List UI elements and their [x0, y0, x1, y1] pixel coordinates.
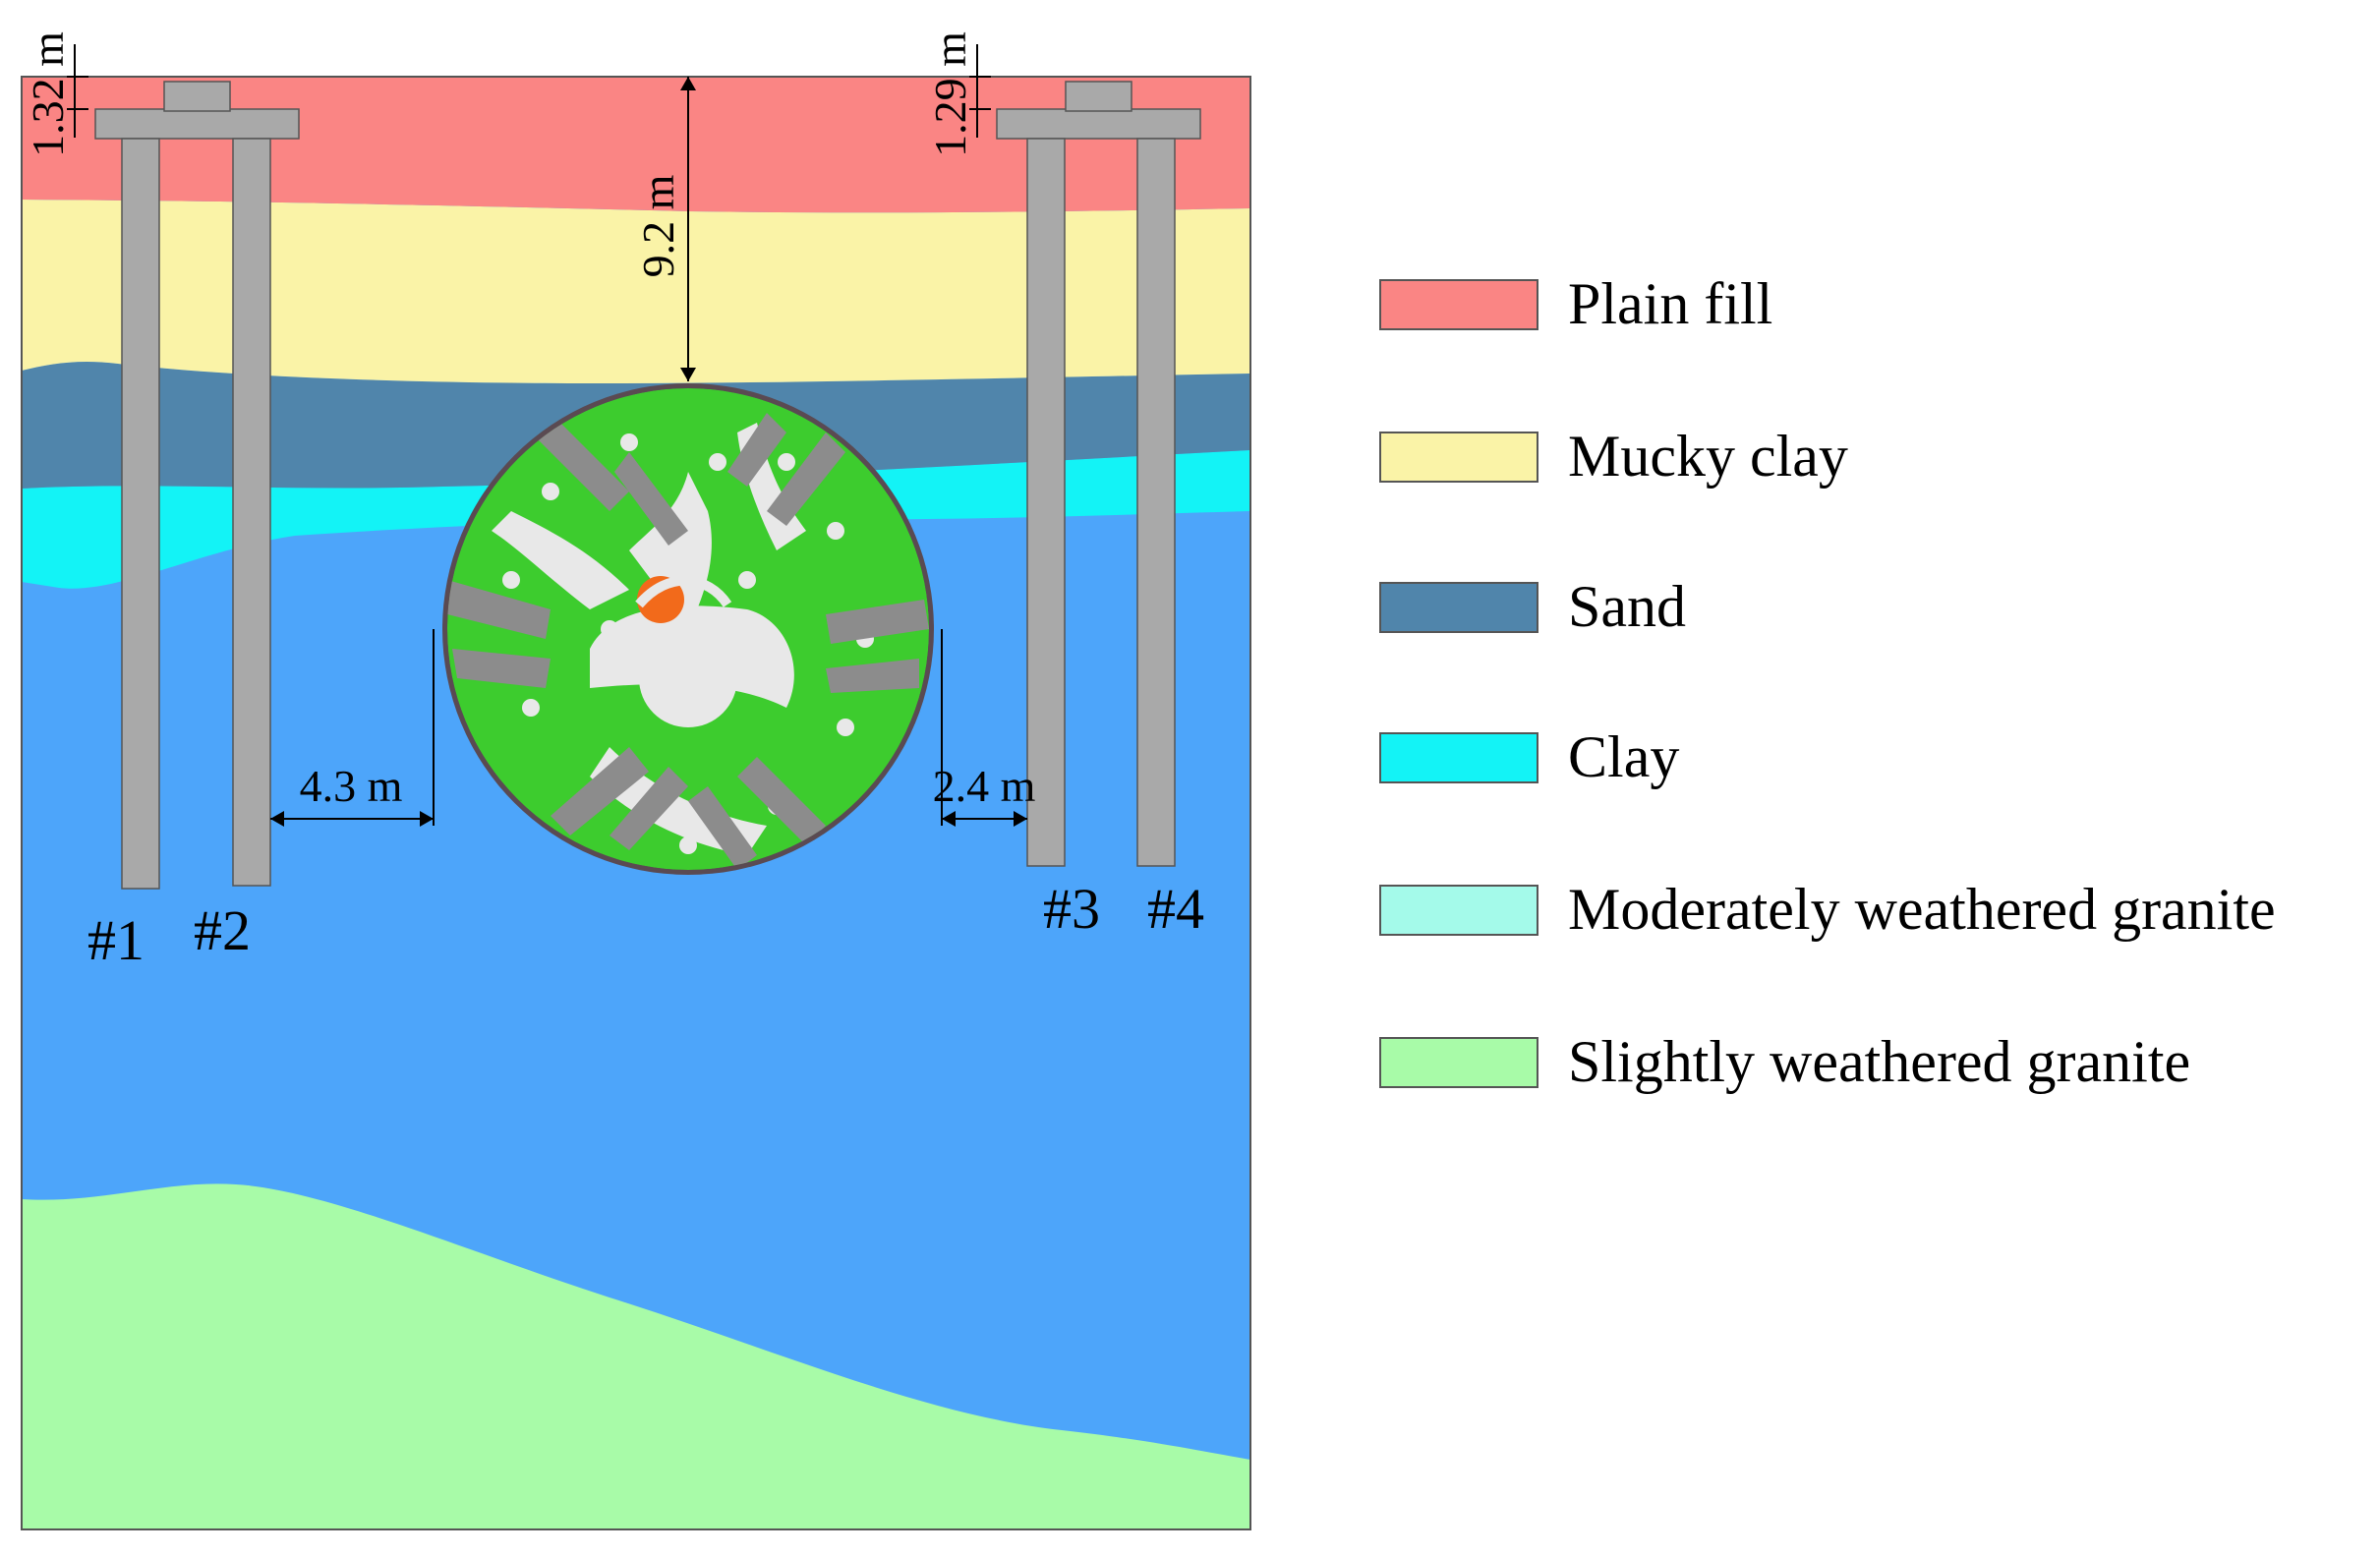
excavation-highlight	[637, 576, 684, 623]
legend-label: Clay	[1568, 724, 1680, 789]
slightly-weathered-granite-layer	[22, 1183, 1250, 1529]
legend-item-mucky-clay: Mucky clay	[1379, 424, 2362, 489]
pile-label-1: #1	[87, 908, 145, 972]
legend-label: Mucky clay	[1568, 424, 1848, 489]
geological-cross-section: #1 #2 #3 #4 1.32 m 1.29 m 9.2 m 4.3 m 2.…	[21, 31, 1251, 1530]
section-frame	[21, 76, 1251, 1530]
pile-cap-left	[94, 108, 300, 140]
legend-swatch	[1379, 582, 1538, 633]
legend-label: Slightly weathered granite	[1568, 1029, 2191, 1094]
legend-swatch	[1379, 432, 1538, 483]
legend-label: Plain fill	[1568, 271, 1773, 336]
legend-item-clay: Clay	[1379, 724, 2362, 789]
pile-group-left	[94, 81, 300, 890]
legend-item-slightly-weathered-granite: Slightly weathered granite	[1379, 1029, 2362, 1094]
dimension-gap-left: 4.3 m	[300, 761, 403, 811]
pile-1	[121, 138, 160, 890]
pile-label-2: #2	[194, 898, 251, 962]
legend-item-plain-fill: Plain fill	[1379, 271, 2362, 336]
dimension-cap-right: 1.29 m	[925, 31, 975, 157]
tunnel-cross-section	[442, 383, 934, 875]
legend-swatch	[1379, 1037, 1538, 1088]
legend-swatch	[1379, 885, 1538, 936]
legend-swatch	[1379, 732, 1538, 783]
dimension-gap-right: 2.4 m	[933, 761, 1036, 811]
legend-item-sand: Sand	[1379, 574, 2362, 639]
mucky-clay-layer	[22, 200, 1250, 383]
dimension-cap-left: 1.32 m	[23, 31, 73, 157]
pile-group-right	[996, 81, 1201, 867]
legend-swatch	[1379, 279, 1538, 330]
pile-4	[1136, 138, 1176, 867]
plain-fill-layer	[22, 77, 1250, 213]
pile-3	[1026, 138, 1066, 867]
pile-2	[232, 138, 271, 887]
dimension-cover-depth: 9.2 m	[633, 174, 683, 277]
legend-label: Sand	[1568, 574, 1686, 639]
legend-item-moderately-weathered-granite: Moderately weathered granite	[1379, 877, 2362, 942]
pile-label-4: #4	[1147, 877, 1204, 941]
pile-cap-right	[996, 108, 1201, 140]
legend-label: Moderately weathered granite	[1568, 877, 2276, 942]
pile-label-3: #3	[1043, 877, 1100, 941]
